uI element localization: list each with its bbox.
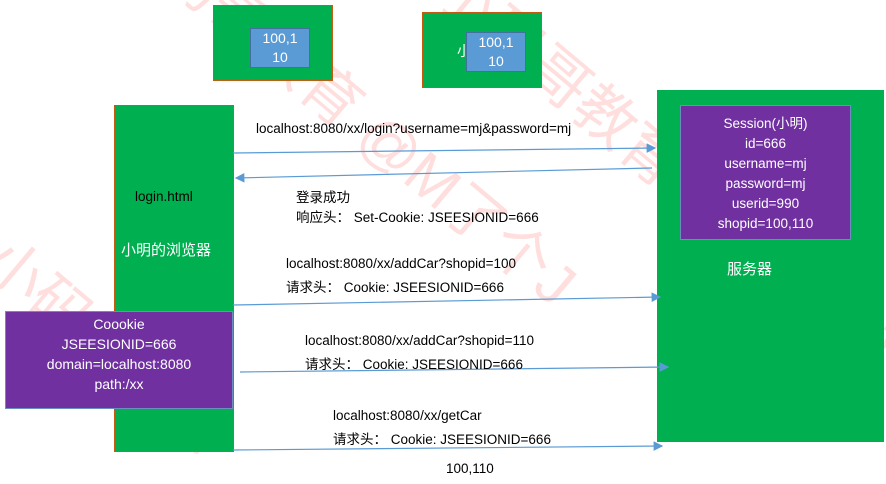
page-name: login.html <box>135 189 193 204</box>
session-line: Session(小明) <box>723 116 808 131</box>
session-line: password=mj <box>725 176 806 191</box>
request-header: 请求头： Cookie: JSEESIONID=666 <box>286 280 504 295</box>
browser-title: 小明的浏览器 <box>121 242 212 259</box>
arrow-addcar-100 <box>232 292 662 306</box>
request-url: localhost:8080/xx/getCar <box>333 408 482 423</box>
request-header: 请求头： Cookie: JSEESIONID=666 <box>333 432 551 447</box>
request-url: localhost:8080/xx/addCar?shopid=110 <box>305 333 535 348</box>
cookie-line: domain=localhost:8080 <box>46 356 192 372</box>
shopid-value-box: 100,1 10 <box>466 32 526 72</box>
cart-result: 100,110 <box>446 461 494 476</box>
cookie-line: JSEESIONID=666 <box>61 336 177 352</box>
arrow-addcar-110 <box>239 362 670 373</box>
request-url: localhost:8080/xx/login?username=mj&pass… <box>256 121 572 136</box>
top-box-1: 100,1 10 <box>213 5 333 81</box>
arrow-getcar <box>232 441 664 451</box>
server-title: 服务器 <box>727 261 773 278</box>
session-box: Session(小明) id=666 username=mj password=… <box>680 105 851 240</box>
shopid-value-box: 100,1 10 <box>250 28 310 68</box>
response-header: 响应头： Set-Cookie: JSEESIONID=666 <box>296 210 539 225</box>
session-line: userid=990 <box>731 196 800 211</box>
cookie-line: Coookie <box>93 316 145 332</box>
arrow-login-request <box>232 143 657 154</box>
session-line: shopid=100,110 <box>717 216 814 231</box>
request-header: 请求头： Cookie: JSEESIONID=666 <box>305 357 523 372</box>
response-status: 登录成功 <box>296 190 350 205</box>
session-line: username=mj <box>724 156 807 171</box>
cookie-box: Coookie JSEESIONID=666 domain=localhost:… <box>5 311 233 409</box>
request-url: localhost:8080/xx/addCar?shopid=100 <box>286 256 517 271</box>
cookie-line: path:/xx <box>94 376 144 392</box>
arrow-login-response <box>234 167 653 183</box>
session-line: id=666 <box>745 136 786 151</box>
top-box-2: 小 100,1 10 <box>422 12 542 88</box>
